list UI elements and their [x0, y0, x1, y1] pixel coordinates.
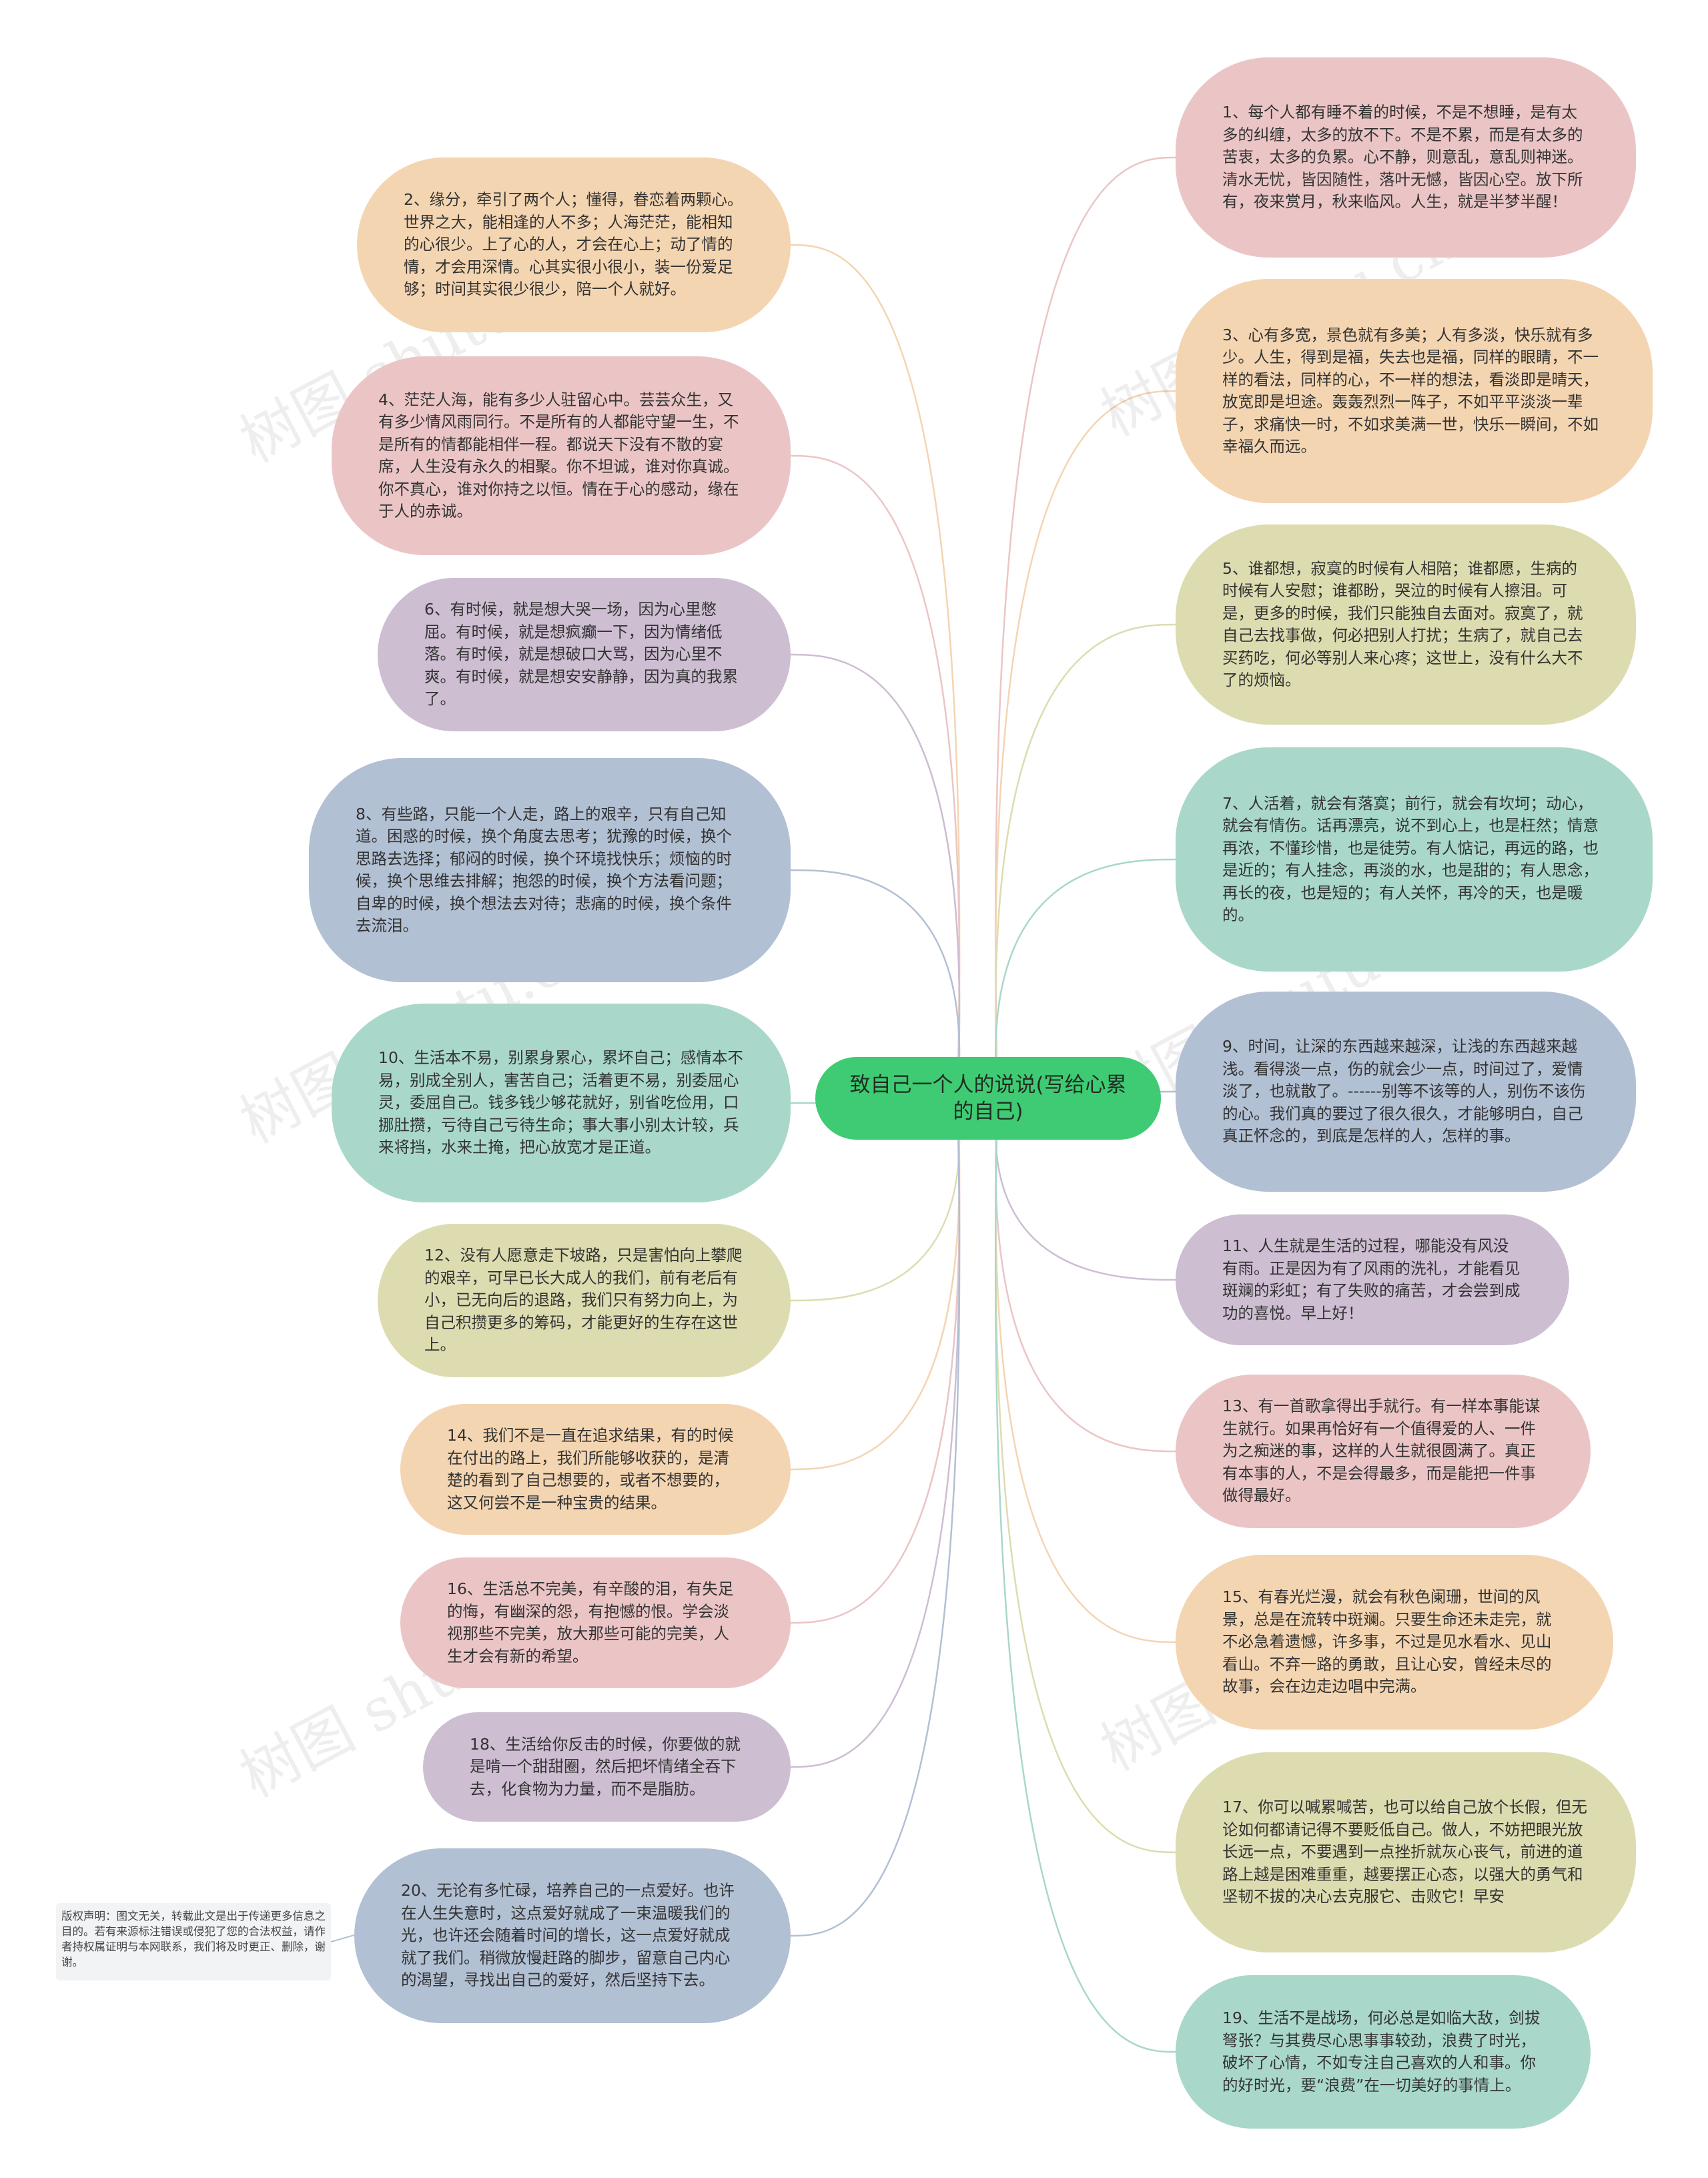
- topic-node-4[interactable]: 4、茫茫人海，能有多少人驻留心中。芸芸众生，又有多少情风雨同行。不是所有的人都能…: [332, 356, 791, 555]
- topic-node-text: 20、无论有多忙碌，培养自己的一点爱好。也许在人生失意时，这点爱好就成了一束温暖…: [401, 1881, 735, 1990]
- connector-line: [790, 1098, 961, 1302]
- copyright-notice: 版权声明：图文无关，转载此文是出于传递更多信息之目的。若有来源标注错误或侵犯了您…: [56, 1903, 331, 1980]
- topic-node-11[interactable]: 11、人生就是生活的过程，哪能没有风没有雨。正是因为有了风雨的洗礼，才能看见斑斓…: [1176, 1214, 1569, 1345]
- notice-connector-line: [330, 1934, 355, 1942]
- connector-line: [790, 869, 961, 1099]
- copyright-notice-text: 版权声明：图文无关，转载此文是出于传递更多信息之目的。若有来源标注错误或侵犯了您…: [61, 1910, 326, 1968]
- topic-node-10[interactable]: 10、生活本不易，别累身累心，累坏自己；感情本不易，别成全别人，害苦自己；活着更…: [332, 1004, 791, 1202]
- topic-node-text: 4、茫茫人海，能有多少人驻留心中。芸芸众生，又有多少情风雨同行。不是所有的人都能…: [378, 390, 739, 521]
- connector-line: [790, 454, 961, 1099]
- topic-node-text: 1、每个人都有睡不着的时候，不是不想睡，是有太多的纠缠，太多的放不下。不是不累，…: [1222, 103, 1583, 212]
- topic-node-3[interactable]: 3、心有多宽，景色就有多美；人有多淡，快乐就有多少。人生，得到是福，失去也是福，…: [1176, 279, 1653, 503]
- connector-line: [994, 1098, 1176, 1453]
- topic-node-text: 19、生活不是战场，何必总是如临大敌，剑拔弩张？与其费尽心思事事较劲，浪费了时光…: [1222, 2009, 1541, 2095]
- topic-node-text: 16、生活总不完美，有辛酸的泪，有失足的悔，有幽深的怨，有抱憾的恨。学会淡视那些…: [447, 1579, 734, 1666]
- topic-node-20[interactable]: 20、无论有多忙碌，培养自己的一点爱好。也许在人生失意时，这点爱好就成了一束温暖…: [354, 1848, 791, 2023]
- topic-node-text: 10、生活本不易，别累身累心，累坏自己；感情本不易，别成全别人，害苦自己；活着更…: [378, 1048, 743, 1157]
- connector-line: [790, 653, 961, 1099]
- topic-node-text: 2、缘分，牵引了两个人；懂得，眷恋着两颗心。世界之大，能相逢的人不多；人海茫茫，…: [404, 190, 743, 299]
- topic-node-text: 5、谁都想，寂寞的时候有人相陪；谁都愿，生病的时候有人安慰；谁都盼，哭泣的时候有…: [1222, 559, 1583, 690]
- connector-line: [790, 1098, 961, 1768]
- topic-node-text: 13、有一首歌拿得出手就行。有一样本事能谋生就行。如果再恰好有一个值得爱的人、一…: [1222, 1397, 1541, 1505]
- connector-line: [790, 1098, 961, 1624]
- topic-node-text: 15、有春光烂漫，就会有秋色阑珊，世间的风景，总是在流转中斑斓。只要生命还未走完…: [1222, 1587, 1552, 1696]
- connector-line: [790, 244, 961, 1099]
- topic-node-9[interactable]: 9、时间，让深的东西越来越深，让浅的东西越来越浅。看得淡一点，伤的就会少一点，时…: [1176, 992, 1636, 1192]
- topic-node-text: 14、我们不是一直在追求结果，有的时候在付出的路上，我们所能够收获的，是清楚的看…: [447, 1426, 734, 1512]
- topic-node-1[interactable]: 1、每个人都有睡不着的时候，不是不想睡，是有太多的纠缠，太多的放不下。不是不累，…: [1176, 57, 1636, 258]
- topic-node-16[interactable]: 16、生活总不完美，有辛酸的泪，有失足的悔，有幽深的怨，有抱憾的恨。学会淡视那些…: [400, 1557, 791, 1688]
- topic-node-text: 3、心有多宽，景色就有多美；人有多淡，快乐就有多少。人生，得到是福，失去也是福，…: [1222, 325, 1599, 456]
- topic-node-15[interactable]: 15、有春光烂漫，就会有秋色阑珊，世间的风景，总是在流转中斑斓。只要生命还未走完…: [1176, 1555, 1613, 1730]
- topic-node-6[interactable]: 6、有时候，就是想大哭一场，因为心里憋屈。有时候，就是想疯癫一下，因为情绪低落。…: [378, 578, 791, 731]
- topic-node-13[interactable]: 13、有一首歌拿得出手就行。有一样本事能谋生就行。如果再恰好有一个值得爱的人、一…: [1176, 1375, 1591, 1528]
- topic-node-17[interactable]: 17、你可以喊累喊苦，也可以给自己放个长假，但无论如何都请记得不要贬低自己。做人…: [1176, 1752, 1636, 1952]
- central-topic[interactable]: 致自己一个人的说说(写给心累的自己): [815, 1057, 1161, 1140]
- connector-line: [994, 623, 1176, 1099]
- topic-node-text: 6、有时候，就是想大哭一场，因为心里憋屈。有时候，就是想疯癫一下，因为情绪低落。…: [424, 600, 738, 709]
- central-topic-label: 致自己一个人的说说(写给心累的自己): [849, 1073, 1127, 1124]
- topic-node-8[interactable]: 8、有些路，只能一个人走，路上的艰辛，只有自己知道。困惑的时候，换个角度去思考；…: [309, 758, 791, 982]
- connector-line: [994, 1098, 1176, 1644]
- topic-node-5[interactable]: 5、谁都想，寂寞的时候有人相陪；谁都愿，生病的时候有人安慰；谁都盼，哭泣的时候有…: [1176, 524, 1636, 725]
- topic-node-2[interactable]: 2、缘分，牵引了两个人；懂得，眷恋着两颗心。世界之大，能相逢的人不多；人海茫茫，…: [357, 157, 791, 332]
- connector-line: [995, 1098, 1176, 1281]
- connector-line: [994, 1098, 1176, 2053]
- connector-line: [790, 1098, 961, 1937]
- topic-node-12[interactable]: 12、没有人愿意走下坡路，只是害怕向上攀爬的艰辛，可早已长大成人的我们，前有老后…: [378, 1224, 791, 1377]
- topic-node-text: 12、没有人愿意走下坡路，只是害怕向上攀爬的艰辛，可早已长大成人的我们，前有老后…: [424, 1246, 743, 1355]
- topic-node-text: 18、生活给你反击的时候，你要做的就是啃一个甜甜圈，然后把坏情绪全吞下去，化食物…: [470, 1734, 741, 1798]
- connector-line: [994, 390, 1176, 1099]
- topic-node-14[interactable]: 14、我们不是一直在追求结果，有的时候在付出的路上，我们所能够收获的，是清楚的看…: [400, 1404, 791, 1535]
- connector-line: [995, 1098, 1176, 1854]
- topic-node-7[interactable]: 7、人活着，就会有落寞；前行，就会有坎坷；动心，就会有情伤。话再漂亮，说不到心上…: [1176, 747, 1653, 972]
- topic-node-text: 8、有些路，只能一个人走，路上的艰辛，只有自己知道。困惑的时候，换个角度去思考；…: [356, 804, 732, 936]
- topic-node-19[interactable]: 19、生活不是战场，何必总是如临大敌，剑拔弩张？与其费尽心思事事较劲，浪费了时光…: [1176, 1975, 1591, 2129]
- topic-node-text: 9、时间，让深的东西越来越深，让浅的东西越来越浅。看得淡一点，伤的就会少一点，时…: [1222, 1037, 1586, 1146]
- connector-line: [995, 858, 1176, 1099]
- topic-node-18[interactable]: 18、生活给你反击的时候，你要做的就是啃一个甜甜圈，然后把坏情绪全吞下去，化食物…: [423, 1712, 791, 1822]
- connector-line: [790, 1098, 961, 1471]
- connector-line: [994, 156, 1176, 1099]
- topic-node-text: 7、人活着，就会有落寞；前行，就会有坎坷；动心，就会有情伤。话再漂亮，说不到心上…: [1222, 793, 1599, 925]
- topic-node-text: 17、你可以喊累喊苦，也可以给自己放个长假，但无论如何都请记得不要贬低自己。做人…: [1222, 1798, 1587, 1906]
- topic-node-text: 11、人生就是生活的过程，哪能没有风没有雨。正是因为有了风雨的洗礼，才能看见斑斓…: [1222, 1236, 1521, 1323]
